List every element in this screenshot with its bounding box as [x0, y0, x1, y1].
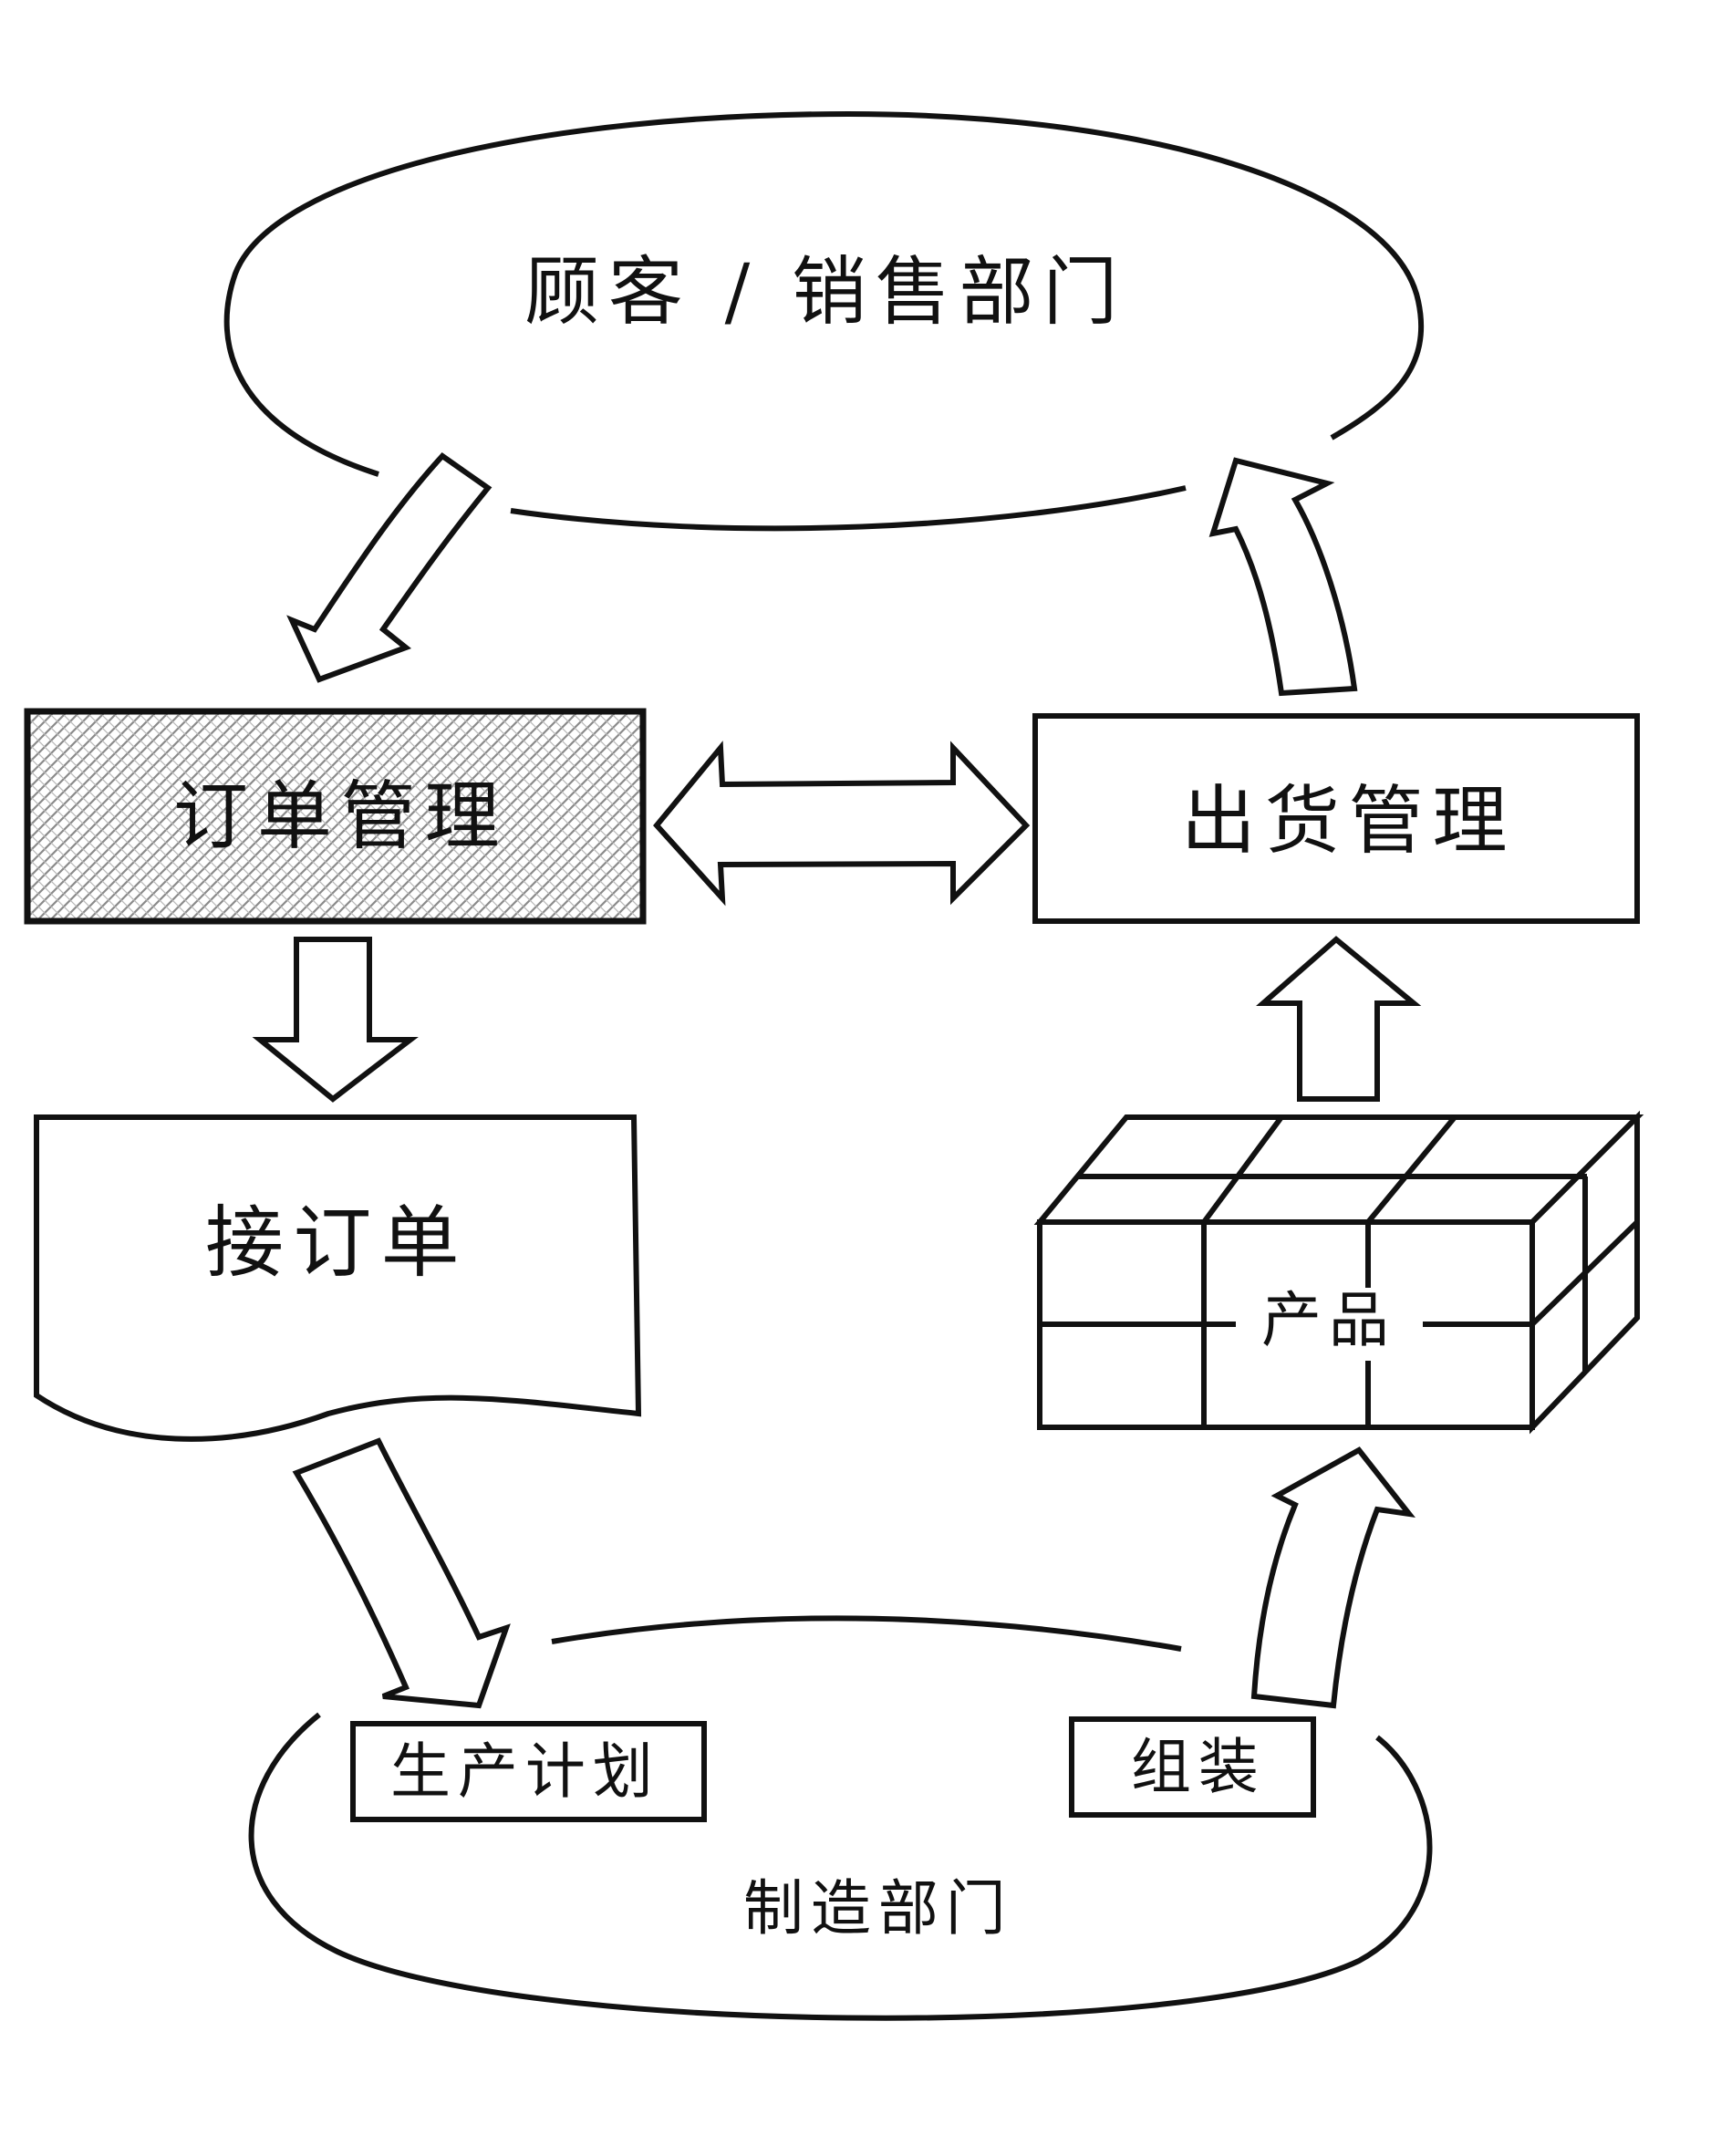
product-label: 产品 [1261, 1285, 1396, 1355]
stacked-boxes-icon [1033, 1110, 1644, 1435]
manufacturing-ellipse-top [551, 1615, 1182, 1652]
arrow-customer-to-order [286, 452, 493, 683]
arrow-shipping-to-customer [1208, 457, 1358, 697]
production-plan-box [350, 1721, 707, 1822]
arrow-order-shipping-bidirectional [653, 741, 1031, 907]
manufacturing-dept-label: 制造部门 [743, 1873, 1013, 1944]
manufacturing-ellipse [248, 1712, 1433, 2021]
assembly-label: 组装 [1131, 1732, 1266, 1802]
assembly-box [1069, 1716, 1316, 1818]
shipping-management-box [1032, 713, 1640, 924]
order-management-box [24, 708, 647, 925]
shipping-management-label: 出货管理 [1181, 778, 1517, 865]
customer-sales-ellipse-bottom [510, 485, 1187, 532]
customer-sales-ellipse [223, 110, 1425, 477]
arrow-order-to-receive [252, 937, 419, 1103]
order-management-label: 订单管理 [173, 773, 509, 860]
arrow-product-to-shipping [1256, 936, 1422, 1102]
arrow-assembly-to-product [1250, 1446, 1415, 1709]
receive-order-label: 接订单 [205, 1197, 469, 1289]
arrow-receive-to-production [292, 1437, 511, 1709]
receive-order-document [34, 1114, 642, 1442]
product-label-backdrop [1239, 1288, 1412, 1361]
production-plan-label: 生产计划 [390, 1736, 660, 1807]
customer-sales-label: 顾客 / 销售部门 [524, 249, 1127, 336]
